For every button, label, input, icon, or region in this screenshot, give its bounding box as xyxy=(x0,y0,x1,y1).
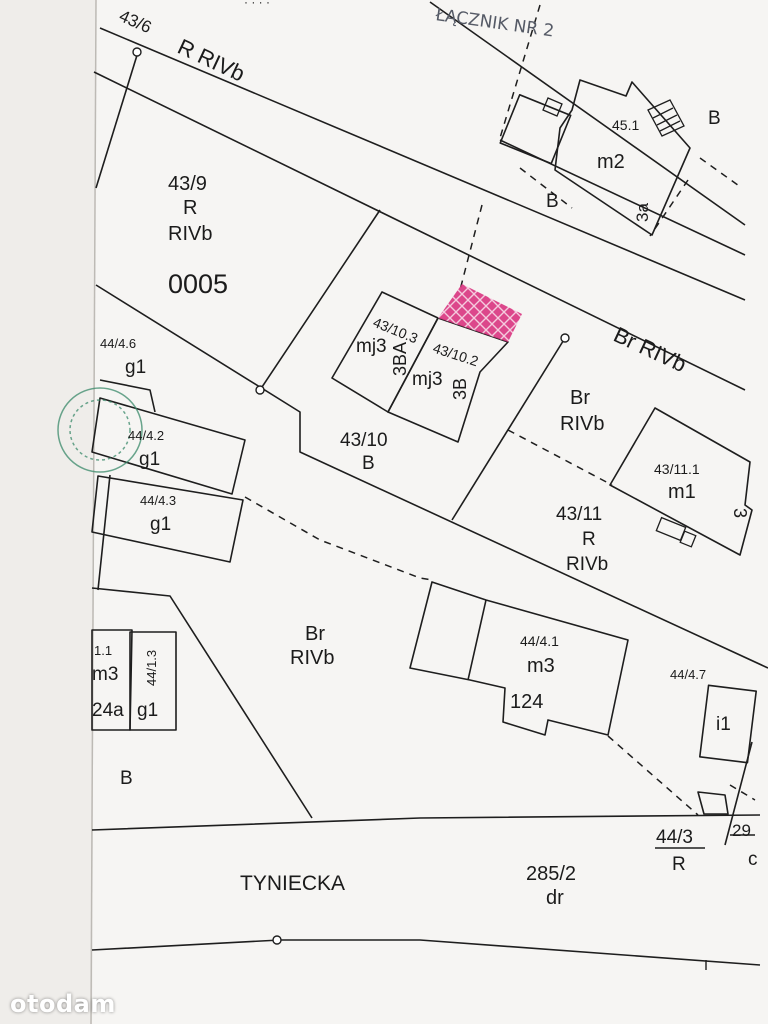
boundary-line xyxy=(97,474,111,591)
watermark-logo: otodam xyxy=(10,990,116,1018)
road-boundary-north xyxy=(91,814,761,831)
label-43-11: 43/11 xyxy=(556,504,602,525)
label-r-44-3: R xyxy=(672,854,686,875)
street-name-tyniecka: TYNIECKA xyxy=(240,872,345,895)
label-44-4-6: 44/4.6 xyxy=(100,336,136,351)
label-29: 29 xyxy=(732,821,751,840)
label-m2: m2 xyxy=(597,151,625,173)
label-rivb-br: RIVb xyxy=(560,413,604,435)
label-m3: m3 xyxy=(527,655,555,677)
survey-point xyxy=(272,935,282,945)
label-g1-b: g1 xyxy=(150,514,171,535)
survey-points xyxy=(132,47,570,945)
label-3ba: 3BA xyxy=(390,342,410,376)
label-g1-c: g1 xyxy=(137,700,158,721)
label-45-1: 45.1 xyxy=(612,117,639,133)
label-44-4-2: 44/4.2 xyxy=(128,428,164,443)
label-44-4-7: 44/4.7 xyxy=(670,667,706,682)
label-b-outbuilding: B xyxy=(546,191,559,212)
building-i1 xyxy=(698,684,758,764)
label-43-11-1: 43/11.1 xyxy=(654,461,700,477)
label-1-1: 1.1 xyxy=(94,643,112,658)
label-3-m1: 3 xyxy=(730,508,750,518)
label-44-4-3: 44/4.3 xyxy=(140,493,176,508)
road-boundary-south xyxy=(91,939,761,966)
label-m3-left: m3 xyxy=(92,664,118,685)
boundary-line xyxy=(95,51,139,189)
label-124: 124 xyxy=(510,691,543,713)
road-boundary-upper xyxy=(99,27,746,301)
label-b-43-10: B xyxy=(362,453,375,474)
highlighted-plot xyxy=(438,284,522,342)
boundary-line xyxy=(451,337,566,521)
label-24a: 24a xyxy=(92,700,124,721)
boundary-line xyxy=(429,1,746,226)
header-dots: · · · · xyxy=(244,0,270,9)
boundary-line xyxy=(91,587,313,819)
label-3b: 3B xyxy=(450,378,470,400)
building-g1-a xyxy=(91,397,246,495)
building-m1 xyxy=(609,407,753,556)
label-mj3-a: mj3 xyxy=(356,336,387,357)
label-br: Br xyxy=(570,387,590,409)
label-43-9: 43/9 xyxy=(168,173,207,195)
label-g1-top: g1 xyxy=(125,357,146,378)
building-m3 xyxy=(409,581,629,736)
label-rivb-43-11: RIVb xyxy=(566,554,608,575)
label-rivb-left: RIVb xyxy=(290,647,334,669)
label-m1: m1 xyxy=(668,481,696,503)
label-sheet-number: 0005 xyxy=(168,269,228,299)
label-rivb: RIVb xyxy=(168,223,212,245)
label-r: R xyxy=(183,197,197,219)
entrance-icon xyxy=(655,516,697,548)
label-g1-a: g1 xyxy=(139,449,160,470)
underlying-sheet xyxy=(0,0,96,1024)
survey-point xyxy=(255,385,265,395)
label-43-10: 43/10 xyxy=(340,430,388,451)
label-c: c xyxy=(748,849,758,870)
label-44-3: 44/3 xyxy=(656,827,693,848)
map-lines xyxy=(91,1,768,966)
road-boundary-lower xyxy=(93,71,746,391)
building-m2 xyxy=(554,79,691,236)
label-44-4-1: 44/4.1 xyxy=(520,633,559,649)
label-br-left: Br xyxy=(305,623,325,645)
label-285-2: 285/2 xyxy=(526,863,576,885)
map-labels: ŁĄCZNIK NR 2 · · · · 43/6 R RIVb 43/9 R … xyxy=(92,0,758,909)
label-mj3-b: mj3 xyxy=(412,369,443,390)
boundary-line xyxy=(99,379,156,413)
boundary-line xyxy=(724,741,753,846)
label-3a: 3a xyxy=(633,203,652,222)
parcel-44-3-corner xyxy=(697,791,729,815)
label-dr: dr xyxy=(546,887,564,909)
label-b-left: B xyxy=(120,768,133,789)
survey-point xyxy=(560,333,570,343)
label-r-43-11: R xyxy=(582,529,596,550)
label-44-1-3: 44/1.3 xyxy=(144,650,159,686)
boundary-line xyxy=(95,284,768,669)
dashed-lines xyxy=(244,4,756,816)
building-divider xyxy=(467,599,487,681)
stamp xyxy=(57,387,143,473)
survey-point xyxy=(132,47,142,57)
building-g1-b xyxy=(91,475,244,563)
label-i1: i1 xyxy=(716,714,731,735)
stairs-icon xyxy=(542,97,685,137)
boundary-line xyxy=(259,209,381,391)
label-b-45-1: B xyxy=(708,108,721,129)
building-g1-c xyxy=(129,631,177,731)
